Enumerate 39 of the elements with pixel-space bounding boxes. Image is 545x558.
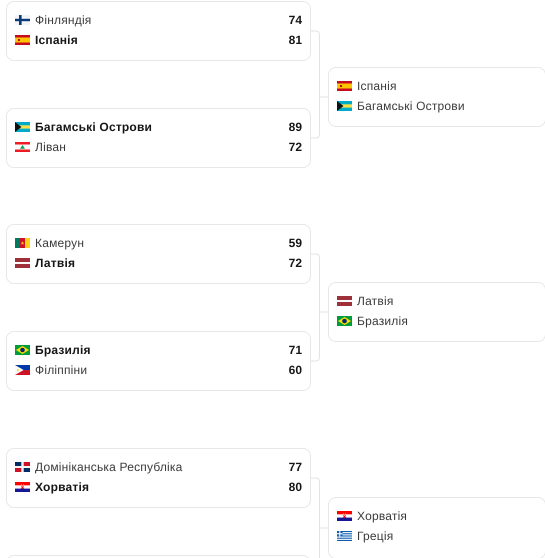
team-name: Хорватія: [35, 480, 90, 494]
score: 74: [288, 13, 302, 27]
team-name: Бразилія: [357, 314, 408, 328]
connector-line: [310, 478, 320, 528]
team-name: Камерун: [35, 236, 84, 250]
team-name: Хорватія: [357, 509, 408, 523]
team-name: Іспанія: [357, 79, 397, 93]
match-card: [6, 108, 311, 168]
match-card: [6, 331, 311, 391]
connector-line: [310, 254, 320, 312]
connector-line: [310, 96, 320, 138]
score: 71: [288, 343, 302, 357]
team-name: Греція: [357, 529, 394, 543]
score: 72: [288, 140, 302, 154]
score: 72: [288, 256, 302, 270]
match-card: [6, 224, 311, 284]
score: 59: [288, 236, 302, 250]
score: 60: [288, 363, 302, 377]
team-name: Філіппіни: [35, 363, 88, 377]
score: 80: [288, 480, 302, 494]
team-name: Іспанія: [35, 33, 78, 47]
match-card: [328, 67, 545, 127]
match-card: [6, 1, 311, 61]
match-card: [328, 497, 545, 558]
score: 77: [288, 460, 302, 474]
match-card: [328, 282, 545, 342]
team-name: Латвія: [357, 294, 394, 308]
team-name: Бразилія: [35, 343, 91, 357]
team-name: Латвія: [35, 256, 76, 270]
match-card: [6, 448, 311, 508]
connector-line: [310, 312, 320, 362]
connector-line: [310, 30, 320, 98]
score: 89: [288, 120, 302, 134]
team-name: Ліван: [35, 140, 66, 154]
team-name: Домініканська Республіка: [35, 460, 183, 474]
team-name: Багамські Острови: [357, 99, 465, 113]
team-name: Багамські Острови: [35, 120, 152, 134]
team-name: Фінляндія: [35, 13, 92, 27]
score: 81: [288, 33, 302, 47]
